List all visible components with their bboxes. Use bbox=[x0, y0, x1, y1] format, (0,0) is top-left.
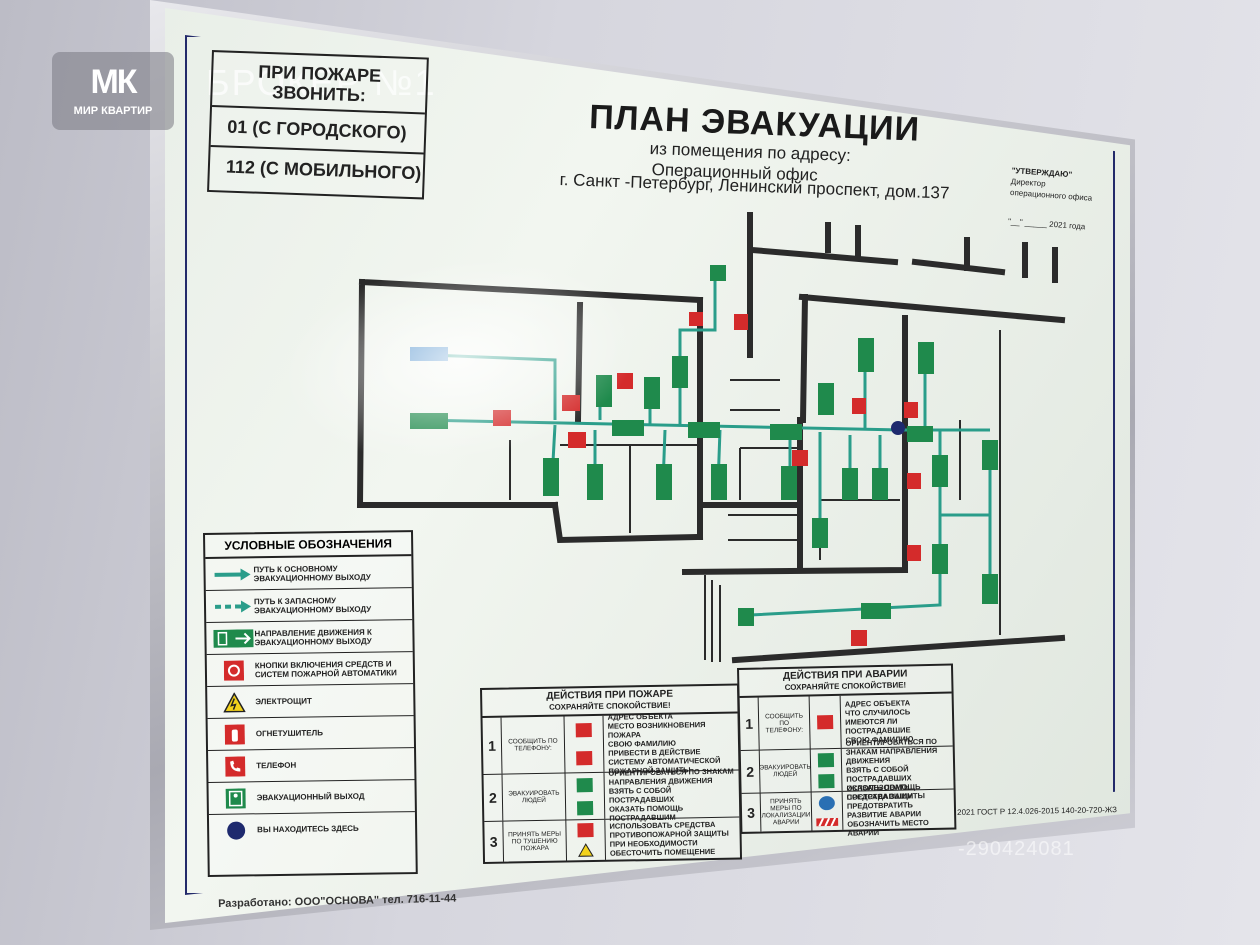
exit-icon bbox=[225, 787, 246, 809]
landline-number: 01 (С ГОРОДСКОГО) bbox=[210, 105, 425, 153]
row-detail: ПРИ НЕОБХОДИМОСТИ ОБЕСТОЧИТЬ ПОМЕЩЕНИЕ bbox=[609, 838, 716, 858]
extinguisher-icon bbox=[577, 823, 594, 838]
fire-action-row: 1 СООБЩИТЬ ПО ТЕЛЕФОНУ: АДРЕС ОБЪЕКТА МЕ… bbox=[482, 711, 739, 775]
dashed-arrow-icon bbox=[214, 599, 252, 612]
row-action: СООБЩИТЬ ПО ТЕЛЕФОНУ: bbox=[501, 716, 566, 774]
row-action: ПРИНЯТЬ МЕРЫ ПО ЛОКАЛИЗАЦИИ АВАРИИ bbox=[760, 792, 813, 832]
legend-item: ПУТЬ К ЗАПАСНОМУ ЭВАКУАЦИОННОМУ ВЫХОДУ bbox=[205, 588, 413, 623]
you-are-here-marker bbox=[891, 421, 905, 435]
phone-icon bbox=[225, 755, 246, 777]
row-action: ЭВАКУИРОВАТЬ ЛЮДЕЙ bbox=[759, 749, 812, 793]
row-detail: ИСПОЛЬЗОВАТЬ СРЕДСТВА ЗАЩИТЫ bbox=[846, 782, 926, 802]
legend-item-label: ОГНЕТУШИТЕЛЬ bbox=[255, 728, 323, 739]
legend-item-label: ВЫ НАХОДИТЕСЬ ЗДЕСЬ bbox=[257, 823, 359, 835]
row-number: 1 bbox=[482, 717, 503, 774]
watermark-logo-mark: МК bbox=[90, 63, 137, 101]
row-detail: ОБОЗНАЧИТЬ МЕСТО АВАРИИ bbox=[847, 818, 929, 838]
exit-direction-icon bbox=[213, 628, 254, 648]
row-number: 2 bbox=[740, 750, 761, 793]
row-detail: ИМЕЮТСЯ ЛИ ПОСТРАДАВШИЕ bbox=[845, 716, 911, 736]
row-detail: ВЗЯТЬ С СОБОЙ ПОСТРАДАВШИХ bbox=[846, 763, 912, 784]
legend-item: ВЫ НАХОДИТЕСЬ ЗДЕСЬ bbox=[209, 812, 415, 846]
watermark-logo: МК МИР КВАРТИР bbox=[52, 52, 174, 130]
row-number: 3 bbox=[484, 821, 505, 862]
row-detail: ОРИЕНТИРОВАТЬСЯ ПО ЗНАКАМ НАПРАВЛЕНИЯ ДВ… bbox=[845, 736, 938, 766]
legend-item-label: ПУТЬ К ЗАПАСНОМУ ЭВАКУАЦИОННОМУ ВЫХОДУ bbox=[253, 595, 372, 615]
row-detail: МЕСТО ВОЗНИКНОВЕНИЯ ПОЖАРА bbox=[607, 719, 706, 740]
legend-item-label: ТЕЛЕФОН bbox=[256, 760, 297, 771]
legend-item: КНОПКИ ВКЛЮЧЕНИЯ СРЕДСТВ И СИСТЕМ ПОЖАРН… bbox=[206, 652, 414, 687]
electrical-panel-icon bbox=[578, 843, 594, 857]
phone-icon bbox=[817, 714, 834, 730]
row-action: СООБЩИТЬ ПО ТЕЛЕФОНУ: bbox=[758, 696, 811, 750]
legend-title: УСЛОВНЫЕ ОБОЗНАЧЕНИЯ bbox=[205, 532, 412, 559]
row-number: 3 bbox=[741, 793, 762, 832]
row-detail: ИСПОЛЬЗОВАТЬ СРЕДСТВА ПРОТИВОПОЖАРНОЙ ЗА… bbox=[609, 819, 729, 840]
row-detail: ПРЕДОТВРАТИТЬ РАЗВИТИЕ АВАРИИ bbox=[846, 800, 922, 820]
row-number: 2 bbox=[483, 774, 504, 821]
emergency-phone-box: ПРИ ПОЖАРЕ ЗВОНИТЬ: 01 (С ГОРОДСКОГО) 11… bbox=[207, 50, 429, 200]
phone-box-heading: ПРИ ПОЖАРЕ ЗВОНИТЬ: bbox=[212, 52, 427, 112]
exit-direction-icon bbox=[576, 777, 593, 792]
first-aid-icon bbox=[576, 800, 594, 815]
mobile-number: 112 (С МОБИЛЬНОГО) bbox=[209, 145, 424, 193]
solid-arrow-icon bbox=[214, 567, 251, 580]
row-detail: ВЗЯТЬ С СОБОЙ ПОСТРАДАВШИХ bbox=[608, 785, 675, 805]
electrical-panel-icon bbox=[223, 691, 246, 712]
accident-actions-subtitle: СОХРАНЯЙТЕ СПОКОЙСТВИЕ! bbox=[784, 680, 907, 693]
accident-actions-header: ДЕЙСТВИЯ ПРИ АВАРИИ СОХРАНЯЙТЕ СПОКОЙСТВ… bbox=[739, 665, 952, 698]
fire-alarm-button-icon bbox=[576, 751, 593, 766]
legend: УСЛОВНЫЕ ОБОЗНАЧЕНИЯ ПУТЬ К ОСНОВНОМУ ЭВ… bbox=[203, 530, 418, 877]
extinguisher-icon bbox=[224, 723, 245, 745]
protective-equipment-icon bbox=[818, 795, 835, 811]
watermark-logo-caption: МИР КВАРТИР bbox=[73, 105, 153, 117]
legend-item-label: КНОПКИ ВКЛЮЧЕНИЯ СРЕДСТВ И СИСТЕМ ПОЖАРН… bbox=[254, 658, 397, 679]
exit-direction-icon bbox=[817, 752, 835, 767]
accident-actions-table: ДЕЙСТВИЯ ПРИ АВАРИИ СОХРАНЯЙТЕ СПОКОЙСТВ… bbox=[737, 663, 957, 838]
fire-alarm-button-icon bbox=[223, 659, 245, 681]
you-are-here-icon bbox=[227, 820, 246, 840]
legend-item-label: НАПРАВЛЕНИЕ ДВИЖЕНИЯ К ЭВАКУАЦИОННОМУ ВЫ… bbox=[254, 627, 372, 647]
row-action: ЭВАКУИРОВАТЬ ЛЮДЕЙ bbox=[502, 773, 567, 821]
phone-icon bbox=[575, 723, 592, 738]
row-number: 1 bbox=[739, 697, 760, 750]
row-detail: ОРИЕНТИРОВАТЬСЯ ПО ЗНАКАМ НАПРАВЛЕНИЯ ДВ… bbox=[608, 766, 734, 787]
watermark-broker: БРОКЕР №1 bbox=[206, 62, 437, 103]
legend-item: ЭВАКУАЦИОННЫЙ ВЫХОД bbox=[208, 780, 415, 815]
legend-item: ПУТЬ К ОСНОВНОМУ ЭВАКУАЦИОННОМУ ВЫХОДУ bbox=[205, 556, 412, 591]
approval-block: "УТВЕРЖДАЮ" Директор операционного офиса… bbox=[1008, 165, 1094, 233]
legend-item: ЭЛЕКТРОЩИТ bbox=[207, 684, 414, 719]
legend-item-label: ЭЛЕКТРОЩИТ bbox=[255, 696, 312, 707]
legend-item-label: ЭВАКУАЦИОННЫЙ ВЫХОД bbox=[256, 791, 365, 803]
first-aid-icon bbox=[818, 773, 835, 788]
accident-action-row: 3 ПРИНЯТЬ МЕРЫ ПО ЛОКАЛИЗАЦИИ АВАРИИ ИСП… bbox=[741, 782, 955, 838]
watermark-listing-id: -290424081 bbox=[958, 838, 1075, 860]
fire-actions-table: ДЕЙСТВИЯ ПРИ ПОЖАРЕ СОХРАНЯЙТЕ СПОКОЙСТВ… bbox=[480, 683, 743, 864]
row-action: ПРИНЯТЬ МЕРЫ ПО ТУШЕНИЮ ПОЖАРА bbox=[503, 820, 568, 862]
legend-item: ТЕЛЕФОН bbox=[208, 748, 415, 783]
fire-action-row: 3 ПРИНЯТЬ МЕРЫ ПО ТУШЕНИЮ ПОЖАРА ИСПОЛЬЗ… bbox=[484, 817, 740, 862]
hazard-tape-icon bbox=[816, 817, 839, 827]
legend-item-label: ПУТЬ К ОСНОВНОМУ ЭВАКУАЦИОННОМУ ВЫХОДУ bbox=[253, 563, 371, 583]
legend-item: ОГНЕТУШИТЕЛЬ bbox=[207, 716, 415, 751]
fire-action-row: 2 ЭВАКУИРОВАТЬ ЛЮДЕЙ ОРИЕНТИРОВАТЬСЯ ПО … bbox=[483, 767, 740, 823]
legend-item: НАПРАВЛЕНИЕ ДВИЖЕНИЯ К ЭВАКУАЦИОННОМУ ВЫ… bbox=[206, 620, 413, 655]
